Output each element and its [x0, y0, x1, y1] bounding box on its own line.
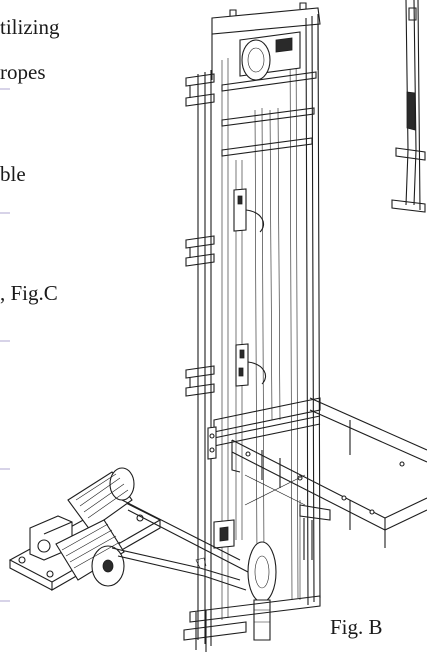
main-mast [185, 2, 321, 646]
figure-caption: Fig. B [330, 615, 383, 639]
platform-frame [207, 397, 427, 600]
faint-mark [0, 468, 10, 470]
body-text-line-1: tilizing [0, 15, 60, 39]
faint-mark [0, 600, 10, 602]
partial-mast-right [391, 0, 426, 213]
faint-mark [0, 340, 10, 342]
winch-assembly [8, 467, 249, 591]
body-text-line-2: ropes [0, 60, 46, 84]
faint-mark [0, 88, 10, 90]
body-text-line-4: , Fig.C [0, 281, 58, 305]
base-sheave [183, 519, 321, 652]
body-text-line-3: ble [0, 162, 26, 186]
faint-mark [0, 212, 10, 214]
